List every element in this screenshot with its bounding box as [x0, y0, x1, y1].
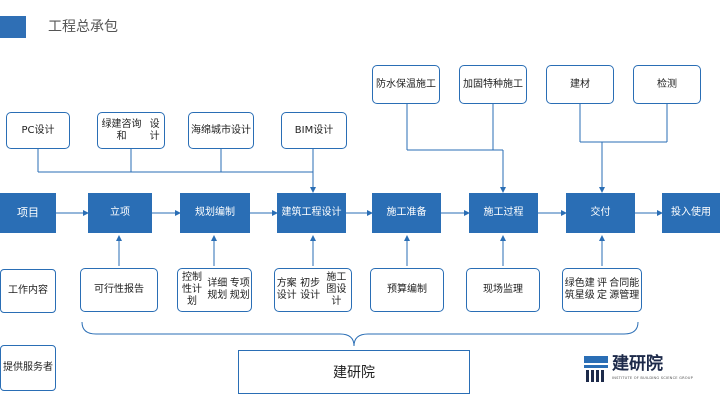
row-label-provider: 提供服务 者 — [0, 345, 56, 391]
work-feasibility-report: 可行性报告 — [80, 268, 158, 312]
service-line: 工 — [513, 78, 523, 90]
logo-subtitle: INSTITUTE OF BUILDING SCIENCE GROUP — [612, 376, 693, 380]
service-line: 工 — [426, 78, 436, 90]
work-line: 施工图设计 — [326, 272, 347, 307]
service-waterproof-insulation: 防水保温施 工 — [372, 65, 440, 104]
provider-box: 建研院 — [238, 350, 470, 394]
stage-building-design: 建筑工程 设计 — [277, 193, 346, 233]
row-label-provider-line: 提供服务 — [3, 362, 43, 373]
work-line: 详细规划 — [207, 278, 228, 301]
stage-line: 设计 — [321, 207, 342, 218]
header-accent-bar — [0, 16, 26, 38]
row-label-provider-line: 者 — [43, 362, 53, 373]
service-line: 海绵城市设 — [191, 124, 241, 136]
service-building-materials: 建材 — [546, 65, 614, 104]
work-line: 控制性计划 — [182, 272, 203, 307]
service-pc-design: PC设计 — [6, 112, 70, 149]
service-reinforcement: 加固特种施 工 — [459, 65, 527, 104]
service-testing: 检测 — [633, 65, 701, 104]
work-planning-items: 控制性计划 详细规划 专项规划 — [177, 268, 252, 312]
logo-name: 建研院 — [612, 354, 663, 374]
page-title: 工程总承包 — [48, 19, 118, 35]
work-site-supervision: 现场监理 — [466, 268, 540, 312]
work-line: 合同能源管理 — [609, 278, 640, 301]
row-label-project: 项目 — [0, 193, 56, 233]
service-line: 加固特种施 — [463, 78, 513, 90]
service-line: 防水保温施 — [376, 78, 426, 90]
logo: 建研院 INSTITUTE OF BUILDING SCIENCE GROUP — [584, 354, 694, 388]
work-line: 评定 — [596, 278, 607, 301]
work-design-items: 方案设计 初步设计 施工图设计 — [274, 268, 352, 312]
stage-operation: 投入使用 — [662, 193, 720, 233]
stage-construction-prep: 施工准备 — [372, 193, 441, 233]
work-line: 绿色建筑星级 — [564, 278, 595, 301]
service-line: 设计 — [149, 118, 160, 142]
work-delivery-items: 绿色建筑星级 评定 合同能源管理 — [562, 268, 642, 312]
logo-mark-icon — [584, 356, 608, 382]
stage-delivery: 交付 — [566, 193, 635, 233]
service-sponge-city-design: 海绵城市设 计 — [188, 112, 254, 149]
service-bim-design: BIM设计 — [281, 112, 347, 149]
stage-project-approval: 立项 — [88, 193, 152, 233]
row-label-work-content: 工作内容 — [0, 269, 56, 313]
work-line: 初步设计 — [300, 278, 321, 301]
work-line: 专项规划 — [229, 278, 250, 301]
stage-construction: 施工过程 — [469, 193, 538, 233]
stage-planning: 规划编制 — [180, 193, 250, 233]
work-budgeting: 预算编制 — [370, 268, 444, 312]
service-line: 计 — [241, 124, 251, 136]
service-line: 绿建咨询和 — [101, 118, 142, 142]
stage-line: 建筑工程 — [281, 207, 322, 218]
service-green-building-consulting: 绿建咨询和 设计 — [97, 112, 165, 149]
work-line: 方案设计 — [276, 278, 297, 301]
